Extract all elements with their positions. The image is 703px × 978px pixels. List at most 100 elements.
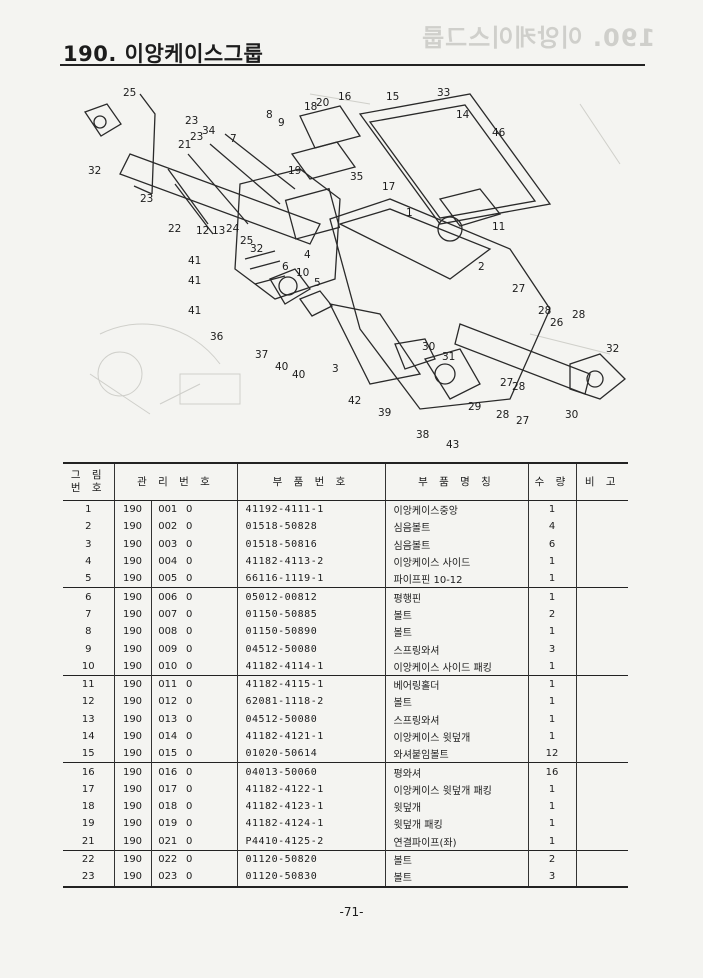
callout-label: 43 — [446, 439, 459, 451]
callout-label: 24 — [226, 223, 240, 235]
part-number-cell: 04013-50060 — [236, 762, 385, 781]
callout-label: 28 — [512, 381, 525, 393]
table-header-row: 그 림 번 호 관 리 번 호 부 품 번 호 부 품 명 칭 수 량 비 고 — [63, 462, 628, 501]
part-name-cell: 윗덮개 — [384, 798, 528, 816]
group-code-cell: 190 — [113, 623, 151, 641]
part-name-cell: 이앙케이스 사이드 패킹 — [384, 657, 528, 676]
group-code-cell: 190 — [113, 727, 151, 746]
sequence-code-cell: 005 — [150, 570, 184, 588]
group-code-cell: 190 — [113, 674, 151, 694]
sequence-code-cell: 007 — [150, 605, 184, 624]
remarks-cell — [575, 762, 628, 781]
header-quantity: 수 량 — [527, 462, 576, 501]
quantity-cell: 6 — [527, 535, 576, 553]
group-code-cell: 190 — [113, 849, 151, 869]
callout-label: 40 — [275, 361, 288, 373]
quantity-cell: 1 — [527, 710, 576, 728]
quantity-cell: 2 — [527, 849, 576, 869]
part-name-cell: 와셔붙임볼트 — [384, 745, 528, 763]
quantity-cell: 2 — [527, 605, 576, 624]
part-name-cell: 평와셔 — [384, 762, 528, 781]
callout-label: 25 — [240, 235, 253, 247]
callout-label: 36 — [210, 331, 224, 343]
page-number: -71- — [339, 905, 364, 919]
quantity-cell: 1 — [527, 727, 576, 746]
part-number-cell: 01020-50614 — [236, 745, 385, 763]
quantity-cell: 3 — [527, 640, 576, 658]
callout-label: 5 — [314, 277, 321, 289]
revision-cell: 0 — [186, 538, 193, 550]
part-number-cell: 41182-4121-1 — [236, 727, 385, 746]
callout-label: 32 — [250, 243, 263, 255]
sequence-code-cell: 006 — [150, 587, 184, 606]
figure-number-cell: 19 — [81, 818, 95, 830]
part-number-cell: 41182-4124-1 — [236, 815, 385, 833]
revision-cell: 0 — [186, 801, 193, 813]
remarks-cell — [575, 535, 628, 553]
callout-label: 4 — [304, 249, 311, 261]
group-code-cell: 190 — [113, 798, 151, 816]
figure-number-cell: 8 — [85, 626, 92, 638]
remarks-cell — [575, 605, 628, 624]
callout-label: 34 — [202, 125, 216, 137]
callout-label: 27 — [500, 377, 513, 389]
part-number-cell: 66116-1119-1 — [236, 570, 385, 588]
sequence-code-cell: 009 — [150, 640, 184, 658]
callout-label: 28 — [538, 305, 551, 317]
callout-label: 18 — [304, 101, 317, 113]
part-name-cell: 심음볼트 — [384, 535, 528, 553]
figure-number-cell: 16 — [63, 762, 114, 781]
remarks-cell — [575, 500, 628, 519]
group-code-cell: 190 — [113, 657, 151, 676]
callout-label: 14 — [456, 109, 470, 121]
sequence-code-cell: 022 — [150, 849, 184, 869]
part-number-cell: 41182-4122-1 — [236, 780, 385, 799]
exploded-parts-diagram: 25 32 23 21 23 34 7 8 9 18 20 16 15 33 1… — [60, 74, 650, 454]
callout-label: 28 — [496, 409, 509, 421]
figure-number-cell: 3 — [85, 538, 92, 550]
figure-number-cell: 18 — [81, 801, 95, 813]
remarks-cell — [575, 640, 628, 658]
callout-label: 23 — [190, 131, 203, 143]
quantity-cell: 1 — [527, 587, 576, 606]
callout-label: 41 — [188, 305, 201, 317]
callout-label: 42 — [348, 395, 361, 407]
remarks-cell — [575, 674, 628, 694]
part-number-cell: 04512-50080 — [236, 710, 385, 728]
revision-cell: 0 — [186, 643, 193, 655]
header-remarks: 비 고 — [575, 462, 628, 501]
sequence-code-cell: 012 — [150, 693, 184, 711]
revision-cell: 0 — [186, 783, 193, 795]
part-name-cell: 이앙케이스 사이드 — [384, 552, 528, 571]
figure-number-cell: 13 — [81, 713, 95, 725]
callout-label: 15 — [386, 91, 399, 103]
callout-label: 27 — [516, 415, 529, 427]
revision-cell: 0 — [184, 587, 237, 606]
revision-cell: 0 — [186, 556, 193, 568]
part-number-cell: 41182-4123-1 — [236, 798, 385, 816]
remarks-cell — [575, 815, 628, 833]
callout-label: 23 — [140, 193, 153, 205]
callout-label: 19 — [288, 165, 301, 177]
figure-number-cell: 14 — [81, 731, 95, 742]
sequence-code-cell: 019 — [150, 815, 184, 833]
callout-label: 1 — [406, 207, 413, 219]
sequence-code-cell: 008 — [150, 623, 184, 641]
page-title: 190. 이앙케이스그룹 — [63, 42, 264, 66]
revision-cell: 0 — [184, 500, 237, 519]
callout-label: 8 — [266, 109, 273, 121]
quantity-cell: 1 — [527, 832, 576, 851]
title-rule — [60, 64, 645, 66]
callout-label: 31 — [442, 351, 455, 363]
part-number-cell: 01120-50830 — [236, 868, 385, 888]
revision-cell: 0 — [186, 660, 193, 672]
remarks-cell — [575, 780, 628, 799]
sequence-code-cell: 021 — [150, 832, 184, 851]
callout-label: 27 — [512, 283, 525, 295]
quantity-cell: 3 — [527, 868, 576, 888]
part-number-cell: 01150-50885 — [236, 605, 385, 624]
